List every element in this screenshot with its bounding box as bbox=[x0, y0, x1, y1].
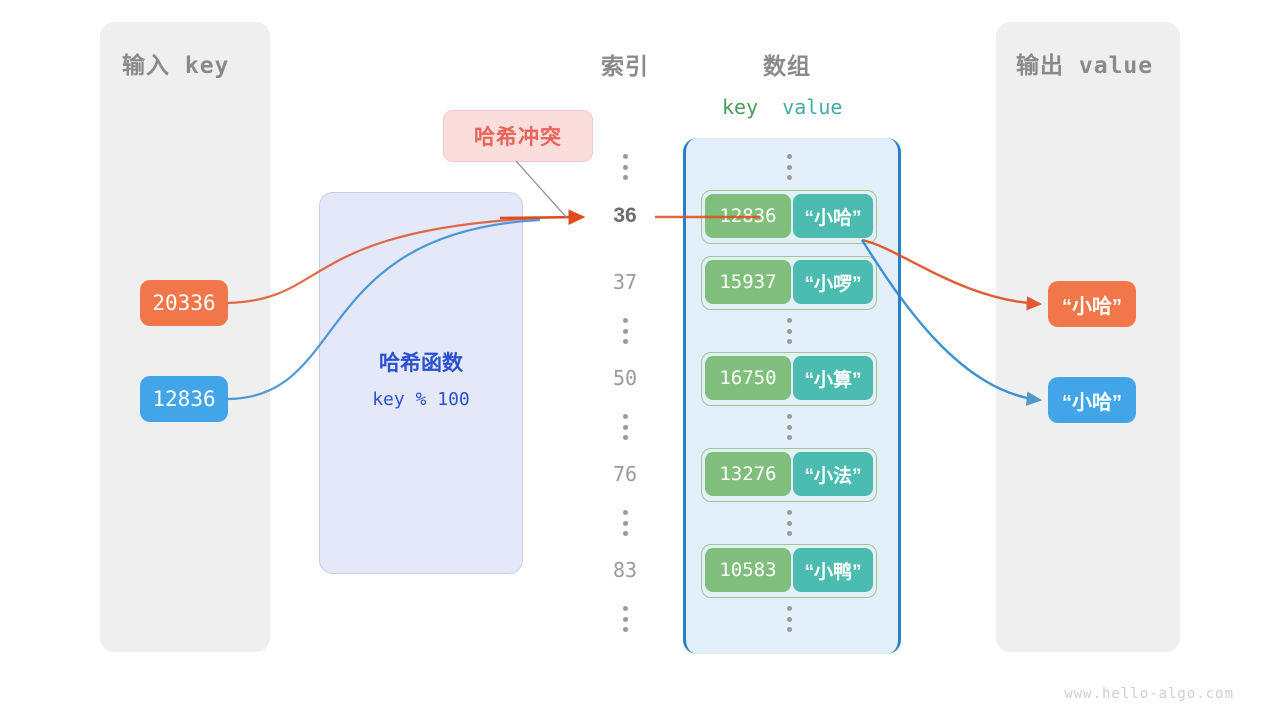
index-ellipsis bbox=[590, 318, 660, 344]
bucket-value-cell: “小算” bbox=[792, 356, 873, 400]
input-key-chip[interactable]: 20336 bbox=[140, 280, 228, 326]
watermark: www.hello-algo.com bbox=[1064, 686, 1234, 702]
bucket-key-cell: 15937 bbox=[705, 260, 791, 304]
bucket-key-cell: 16750 bbox=[705, 356, 791, 400]
input-panel-title: 输入 key bbox=[122, 53, 230, 79]
key-value-heading: key value bbox=[722, 95, 842, 119]
output-value-chip[interactable]: “小哈” bbox=[1048, 377, 1136, 423]
bucket-ellipsis bbox=[754, 510, 824, 536]
bucket-pair[interactable]: 12836“小哈” bbox=[701, 190, 877, 244]
kv-heading-value-label: value bbox=[782, 95, 843, 119]
bucket-value-cell: “小哈” bbox=[792, 194, 873, 238]
index-ellipsis bbox=[590, 606, 660, 632]
output-value-chip[interactable]: “小哈” bbox=[1048, 281, 1136, 327]
index-column-heading: 索引 bbox=[601, 53, 649, 79]
index-label-83: 83 bbox=[612, 558, 638, 582]
bucket-key-cell: 13276 bbox=[705, 452, 791, 496]
bucket-ellipsis bbox=[754, 154, 824, 180]
input-panel bbox=[100, 22, 270, 652]
index-ellipsis bbox=[590, 154, 660, 180]
bucket-ellipsis bbox=[754, 606, 824, 632]
bucket-pair[interactable]: 13276“小法” bbox=[701, 448, 877, 502]
output-panel-title: 输出 value bbox=[1016, 53, 1154, 79]
index-label-76: 76 bbox=[612, 462, 638, 486]
hash-function-name: 哈希函数 bbox=[379, 352, 463, 375]
index-ellipsis bbox=[590, 414, 660, 440]
array-column-heading: 数组 bbox=[763, 53, 811, 79]
input-key-chip[interactable]: 12836 bbox=[140, 376, 228, 422]
index-label-50: 50 bbox=[612, 366, 638, 390]
index-ellipsis bbox=[590, 510, 660, 536]
hash-collision-callout: 哈希冲突 bbox=[443, 110, 593, 162]
kv-heading-key-label: key bbox=[722, 95, 759, 119]
bucket-pair[interactable]: 15937“小啰” bbox=[701, 256, 877, 310]
bucket-key-cell: 12836 bbox=[705, 194, 791, 238]
index-label-37: 37 bbox=[612, 270, 638, 294]
bucket-value-cell: “小法” bbox=[792, 452, 873, 496]
bucket-key-cell: 10583 bbox=[705, 548, 791, 592]
bucket-pair[interactable]: 16750“小算” bbox=[701, 352, 877, 406]
index-label-36: 36 bbox=[613, 204, 637, 227]
callout-leader-line bbox=[515, 160, 568, 219]
hash-function-box: 哈希函数 key % 100 bbox=[319, 192, 523, 574]
bucket-ellipsis bbox=[754, 414, 824, 440]
hash-function-expression: key % 100 bbox=[372, 389, 470, 410]
bucket-ellipsis bbox=[754, 318, 824, 344]
bucket-pair[interactable]: 10583“小鸭” bbox=[701, 544, 877, 598]
bucket-value-cell: “小啰” bbox=[792, 260, 873, 304]
bucket-value-cell: “小鸭” bbox=[792, 548, 873, 592]
output-panel bbox=[996, 22, 1180, 652]
